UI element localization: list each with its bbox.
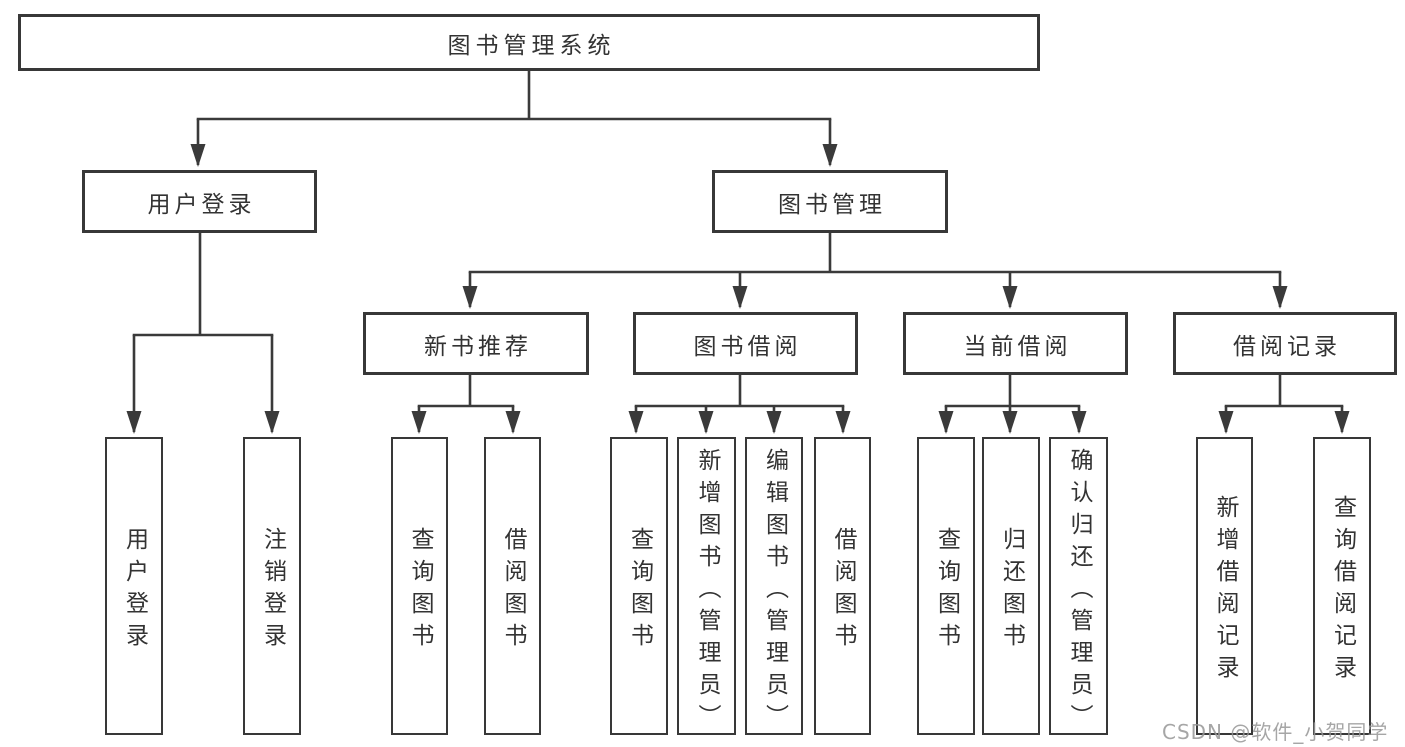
leaf-query-books-recommend: 查询图书 xyxy=(391,437,448,735)
leaf-query-books-current: 查询图书 xyxy=(917,437,975,735)
leaf-return-book: 归还图书 xyxy=(982,437,1040,735)
leaf-borrow-books-recommend: 借阅图书 xyxy=(484,437,541,735)
leaf-logout: 注销登录 xyxy=(243,437,301,735)
node-new-book-recommend: 新书推荐 xyxy=(363,312,589,375)
leaf-add-book-admin: 新增图书（管理员） xyxy=(677,437,736,736)
leaf-confirm-return-admin: 确认归还（管理员） xyxy=(1049,437,1108,736)
leaf-edit-book-admin: 编辑图书（管理员） xyxy=(745,437,803,736)
node-library-management-system: 图书管理系统 xyxy=(18,14,1040,71)
leaf-user-login: 用户登录 xyxy=(105,437,163,735)
node-book-borrowing: 图书借阅 xyxy=(633,312,858,375)
node-borrowing-records: 借阅记录 xyxy=(1173,312,1397,375)
node-user-login: 用户登录 xyxy=(82,170,317,233)
leaf-add-borrow-record: 新增借阅记录 xyxy=(1196,437,1253,735)
leaf-borrow-books-borrowing: 借阅图书 xyxy=(814,437,871,735)
leaf-query-borrow-record: 查询借阅记录 xyxy=(1313,437,1371,735)
watermark: CSDN @软件_小贺同学 xyxy=(1162,720,1389,744)
leaf-query-books-borrowing: 查询图书 xyxy=(610,437,668,735)
node-current-borrowing: 当前借阅 xyxy=(903,312,1128,375)
node-book-management: 图书管理 xyxy=(712,170,948,233)
